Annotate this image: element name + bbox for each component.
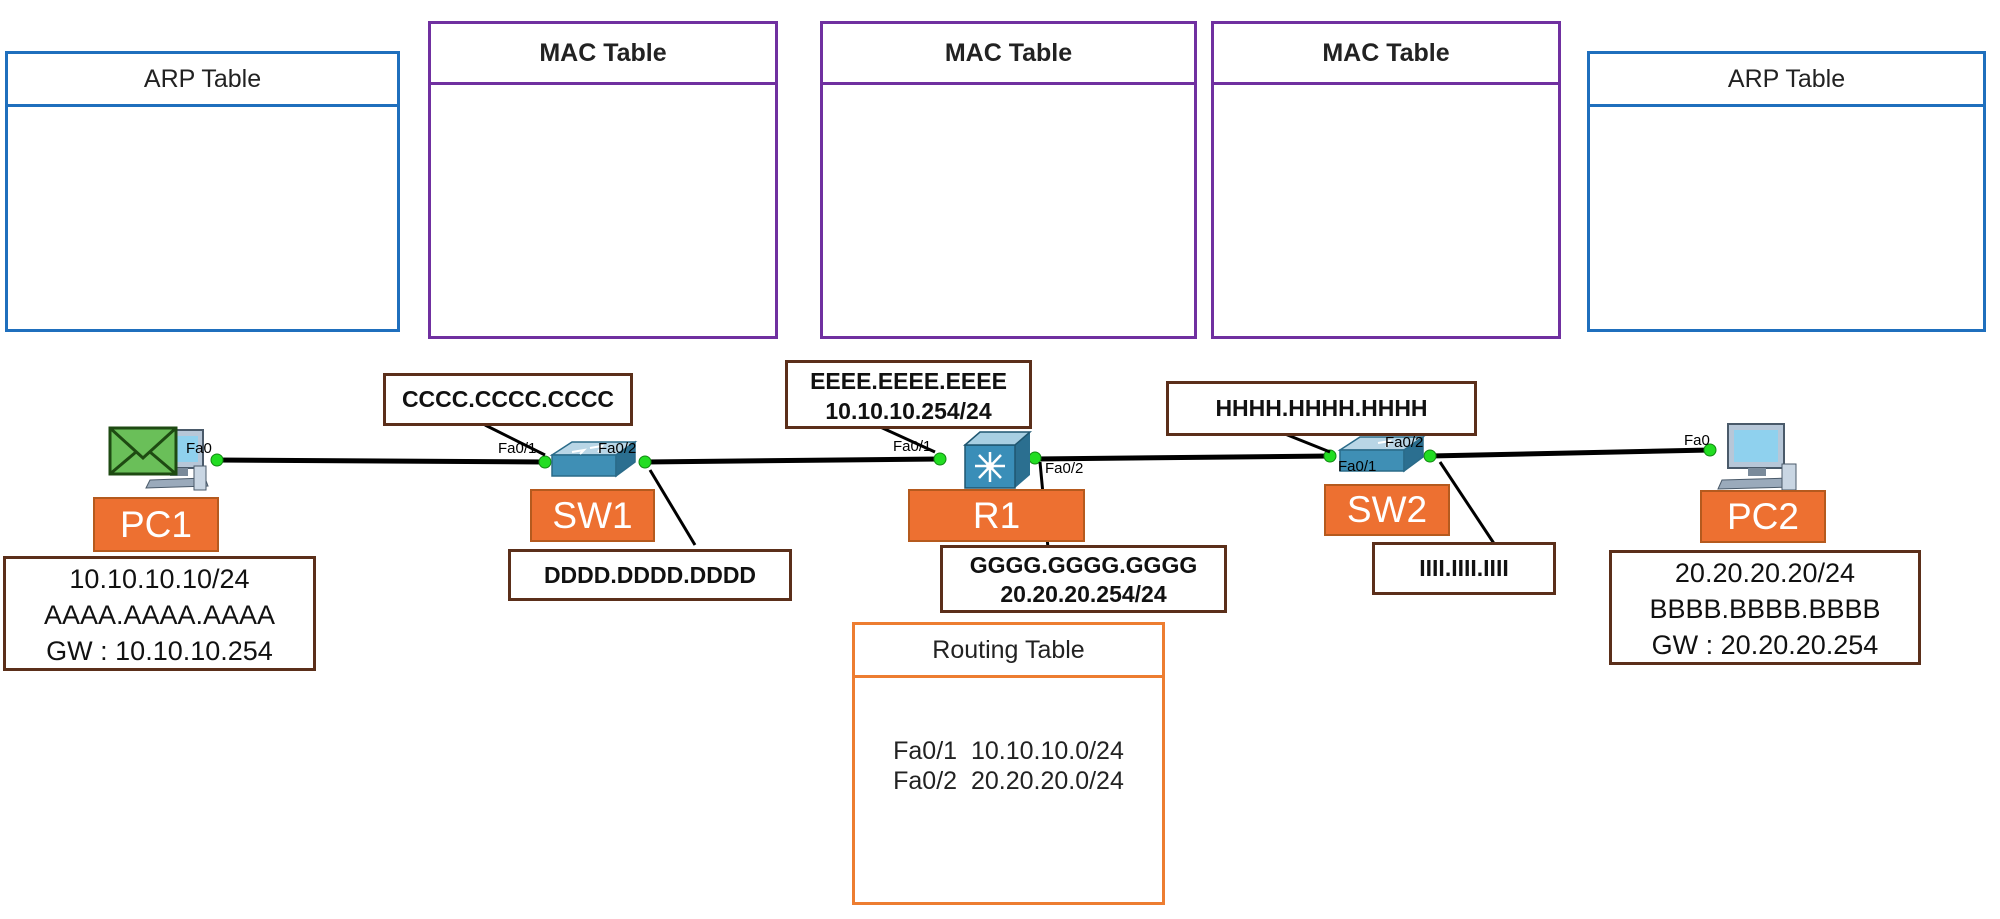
link-sw1-r1 <box>644 456 941 465</box>
envelope-icon <box>108 426 178 476</box>
routing-entry: Fa0/2 20.20.20.0/24 <box>893 767 1124 795</box>
routing-table-entries: Fa0/1 10.10.10.0/24 Fa0/2 20.20.20.0/24 <box>855 678 1162 796</box>
sw1-switch-icon[interactable] <box>549 440 638 478</box>
arp-table-left-title: ARP Table <box>8 54 397 107</box>
r1-fa01-mac: EEEE.EEEE.EEEE <box>810 368 1007 394</box>
mac-table-sw2: MAC Table <box>1211 21 1561 339</box>
r1-port2-label: Fa0/2 <box>1045 460 1084 477</box>
pc2-ip: 20.20.20.20/24 <box>1674 558 1856 588</box>
r1-fa02-ip: 20.20.20.254/24 <box>1000 581 1167 607</box>
pc2-info-box: 20.20.20.20/24 BBBB.BBBB.BBBB GW : 20.20… <box>1609 550 1921 665</box>
sw2-fa02-mac-box: IIII.IIII.IIII <box>1372 542 1556 595</box>
pc2-label: PC2 <box>1700 490 1826 543</box>
arp-table-left: ARP Table <box>5 51 400 332</box>
sw2-port1-label: Fa0/1 <box>1338 458 1377 475</box>
r1-fa02-mac: GGGG.GGGG.GGGG <box>969 552 1198 578</box>
link-pc1-sw1 <box>214 457 546 465</box>
link-r1-sw2 <box>1034 453 1331 462</box>
arp-table-right: ARP Table <box>1587 51 1986 332</box>
sw2-switch-icon[interactable] <box>1337 435 1426 473</box>
pc2-computer-icon[interactable] <box>1717 423 1797 491</box>
mac-table-sw2-title: MAC Table <box>1214 24 1558 85</box>
routing-entry: Fa0/1 10.10.10.0/24 <box>893 737 1124 765</box>
mac-table-sw1-title: MAC Table <box>431 24 775 85</box>
r1-port1-label: Fa0/1 <box>893 438 932 455</box>
sw2-fa01-mac-box: HHHH.HHHH.HHHH <box>1166 381 1477 436</box>
pc1-icon[interactable] <box>108 426 209 491</box>
pc1-ip: 10.10.10.10/24 <box>69 564 250 594</box>
r1-fa02-box: GGGG.GGGG.GGGG 20.20.20.254/24 <box>940 545 1227 613</box>
link-sw2-pc2 <box>1429 447 1711 459</box>
r1-fa01-box: EEEE.EEEE.EEEE 10.10.10.254/24 <box>785 360 1032 429</box>
sw1-port2-label: Fa0/2 <box>598 440 637 457</box>
sw1-label: SW1 <box>530 489 655 542</box>
r1-fa01-ip: 10.10.10.254/24 <box>825 398 992 424</box>
mac-table-r1-title: MAC Table <box>823 24 1194 85</box>
mac-table-r1: MAC Table <box>820 21 1197 339</box>
pc1-gateway: GW : 10.10.10.254 <box>46 636 273 666</box>
r1-router-icon[interactable] <box>962 431 1033 489</box>
r1-label: R1 <box>908 489 1085 542</box>
pc1-label: PC1 <box>93 497 219 552</box>
arp-table-right-title: ARP Table <box>1590 54 1983 107</box>
sw1-fa01-mac-box: CCCC.CCCC.CCCC <box>383 373 633 426</box>
sw2-port2-label: Fa0/2 <box>1385 434 1424 451</box>
pc2-mac: BBBB.BBBB.BBBB <box>1649 594 1881 624</box>
pc2-port-label: Fa0 <box>1684 432 1710 449</box>
mac-table-sw1: MAC Table <box>428 21 778 339</box>
sw2-label: SW2 <box>1324 484 1450 536</box>
link-status-dots <box>210 443 1717 469</box>
pc2-gateway: GW : 20.20.20.254 <box>1651 630 1879 660</box>
routing-table-title: Routing Table <box>855 625 1162 678</box>
pc1-mac: AAAA.AAAA.AAAA <box>43 600 276 630</box>
sw1-port1-label: Fa0/1 <box>498 440 537 457</box>
pc1-port-label: Fa0 <box>186 440 212 457</box>
pc1-info-box: 10.10.10.10/24 AAAA.AAAA.AAAA GW : 10.10… <box>3 556 316 671</box>
routing-table: Routing Table Fa0/1 10.10.10.0/24 Fa0/2 … <box>852 622 1165 905</box>
sw1-fa02-mac-box: DDDD.DDDD.DDDD <box>508 549 792 601</box>
